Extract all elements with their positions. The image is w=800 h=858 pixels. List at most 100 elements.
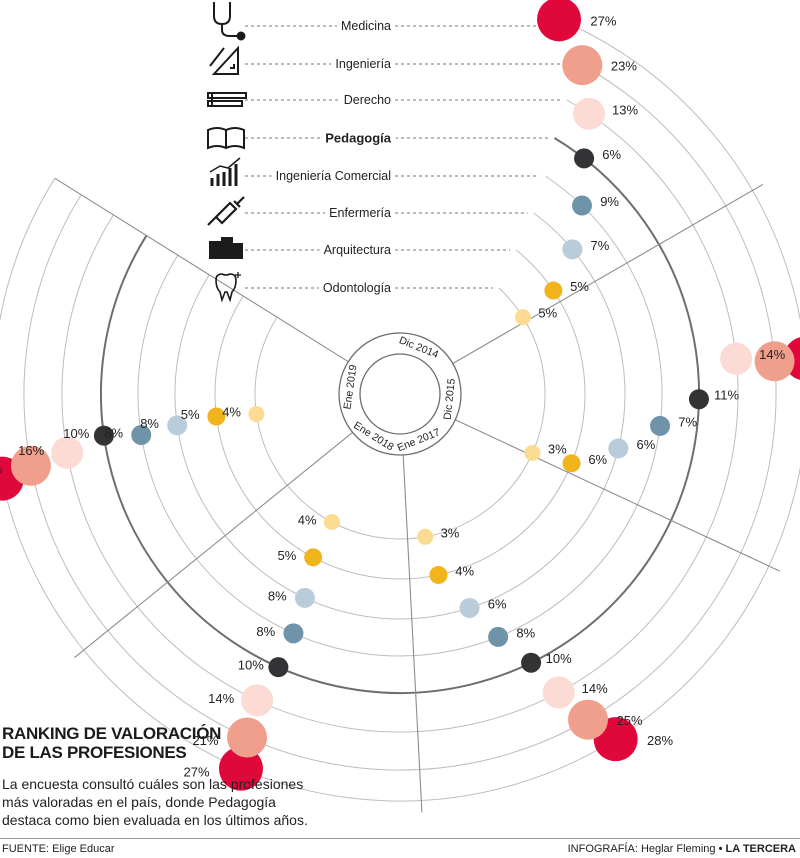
value-label: 22%	[0, 461, 3, 476]
legend-label: Ingeniería	[335, 57, 391, 71]
growth-chart-icon	[209, 157, 241, 186]
bubble-odontolog-a	[514, 309, 531, 326]
legend-label: Enfermería	[329, 206, 391, 220]
bubble-enfermer-a	[562, 239, 583, 260]
bubble-arquitectura	[544, 281, 563, 300]
bubble-medicina	[537, 0, 582, 42]
bubble-enfermer-a	[459, 597, 480, 618]
bubble-arquitectura	[207, 407, 226, 426]
spoke-line	[54, 177, 349, 363]
open-book-icon	[207, 127, 245, 150]
period-label: Dic 2015	[442, 378, 458, 421]
bubble-arquitectura	[429, 565, 448, 584]
bubble-ingenier-a	[754, 341, 795, 382]
bubble-ingenier-a-comercial	[283, 623, 304, 644]
value-label: 21%	[192, 733, 218, 748]
bubble-pedagog-a	[521, 652, 542, 673]
center-inner-ring	[359, 353, 441, 435]
bubble-enfermer-a	[167, 415, 188, 436]
law-books-icon	[207, 92, 247, 107]
spoke-line	[452, 184, 764, 364]
bubble-ingenier-a-comercial	[131, 424, 152, 445]
value-label: 25%	[617, 713, 643, 728]
legend-label-bg	[318, 280, 396, 296]
value-label: 5%	[538, 306, 557, 321]
footer-source: FUENTE: Elige Educar	[2, 843, 115, 855]
bubble-arquitectura	[562, 454, 581, 473]
value-label: 5%	[278, 548, 297, 563]
value-label: 14%	[759, 347, 785, 362]
spoke-line	[402, 454, 423, 813]
bubble-arquitectura	[304, 548, 323, 567]
legend-label-bg	[339, 92, 396, 108]
bubble-pedagog-a	[268, 657, 289, 678]
credit-separator: •	[718, 843, 723, 855]
bubble-pedagog-a	[93, 425, 114, 446]
credit-author: Heglar Fleming	[640, 843, 716, 855]
value-label: 6%	[488, 596, 507, 611]
bubble-ingenier-a-comercial	[488, 626, 509, 647]
description-line-3: destaca como bien evaluada en los último…	[2, 812, 308, 828]
bubble-ingenier-a-comercial	[572, 195, 593, 216]
description-line-2: más valoradas en el país, donde Pedagogí…	[2, 794, 276, 810]
bubble-pedagog-a	[574, 148, 595, 169]
value-label: 6%	[588, 452, 607, 467]
value-label: 11%	[714, 388, 739, 403]
value-label: 23%	[611, 59, 637, 74]
value-label: 16%	[18, 443, 44, 458]
bubble-derecho	[720, 342, 753, 375]
value-label: 5%	[570, 279, 589, 294]
legend-label: Ingeniería Comercial	[276, 169, 391, 183]
bubble-odontolog-a	[524, 444, 541, 461]
legend-label-bg	[271, 168, 395, 184]
value-labels: 27%28%28%27%26%23%22%25%21%22%13%14%14%1…	[0, 13, 786, 780]
legend-label-bg	[331, 56, 396, 72]
value-label: 27%	[184, 765, 210, 780]
value-label: 27%	[590, 13, 616, 28]
chart-description: La encuesta consultó cuáles son las prof…	[2, 775, 322, 829]
value-label: 8%	[104, 425, 123, 440]
chart-center	[338, 332, 462, 456]
bubble-medicina	[218, 746, 263, 791]
value-label: 10%	[238, 658, 264, 673]
ring-pedagog-a	[100, 137, 700, 694]
value-label: 6%	[637, 437, 656, 452]
value-label: 4%	[298, 513, 317, 528]
set-square-icon	[209, 45, 239, 75]
bubble-odontolog-a	[248, 406, 265, 423]
legend-label: Medicina	[341, 19, 391, 33]
bubble-ingenier-a	[227, 717, 268, 758]
chart-bubbles	[0, 0, 800, 791]
value-label: 8%	[516, 625, 535, 640]
bubble-derecho	[51, 436, 84, 469]
bubble-odontolog-a	[417, 528, 434, 545]
title-line-1: RANKING DE VALORACIÓN	[2, 724, 222, 743]
value-label: 13%	[612, 102, 638, 117]
credit-publication: LA TERCERA	[725, 843, 796, 855]
spoke-line	[455, 419, 780, 572]
legend: MedicinaIngenieríaDerechoPedagogíaIngeni…	[207, 2, 396, 303]
legend-label-bg	[321, 129, 396, 147]
value-label: 14%	[208, 691, 234, 706]
legend-label: Arquitectura	[324, 243, 391, 257]
value-label: 7%	[678, 414, 697, 429]
value-label: 8%	[268, 588, 287, 603]
bubble-enfermer-a	[608, 438, 629, 459]
chart-spokes	[54, 177, 780, 813]
footer-divider	[0, 838, 800, 839]
legend-label: Odontología	[323, 281, 391, 295]
title-line-2: DE LAS PROFESIONES	[2, 743, 187, 762]
legend-label-bg	[325, 205, 396, 221]
value-label: 8%	[140, 416, 159, 431]
value-label: 6%	[602, 147, 621, 162]
stethoscope-icon	[213, 2, 246, 41]
spoke-line	[74, 431, 353, 659]
value-label: 10%	[546, 651, 572, 666]
value-label: 4%	[455, 563, 474, 578]
legend-label: Derecho	[344, 93, 391, 107]
bubble-ingenier-a-comercial	[650, 415, 671, 436]
description-line-1: La encuesta consultó cuáles son las prof…	[2, 776, 304, 792]
bubble-derecho	[241, 684, 274, 717]
bubble-ingenier-a	[10, 445, 51, 486]
